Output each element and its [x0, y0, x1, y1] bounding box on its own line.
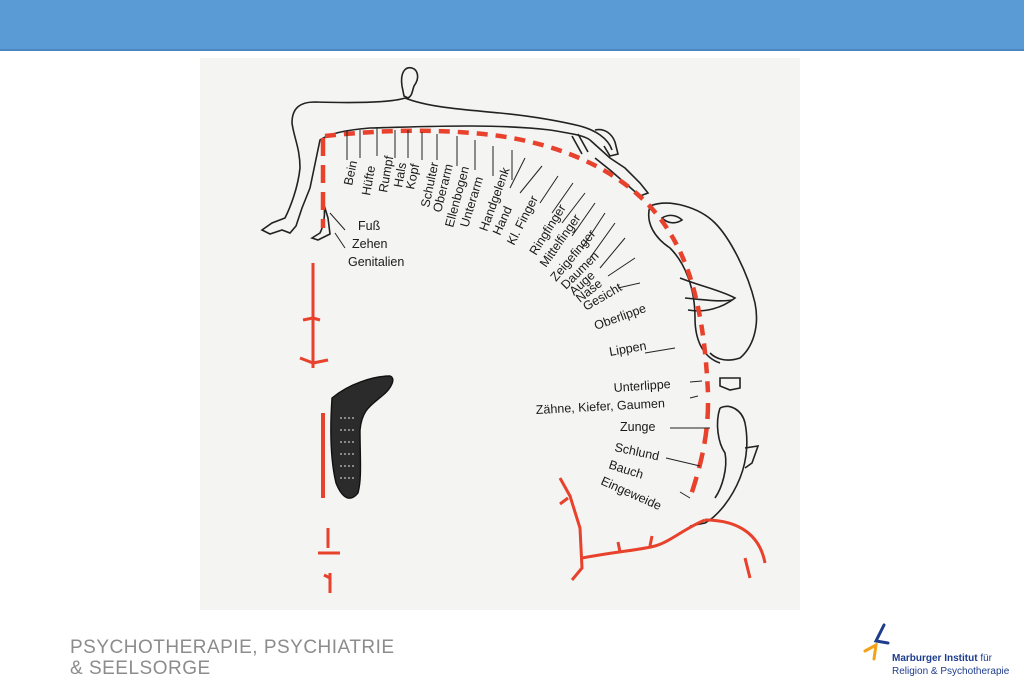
- label-bein: Bein: [341, 159, 360, 186]
- label-zunge: Zunge: [620, 420, 655, 434]
- label-unterlippe: Unterlippe: [613, 377, 671, 395]
- label-kopf: Kopf: [403, 162, 422, 191]
- label-hals: Hals: [391, 161, 409, 188]
- label-eingeweide: Eingeweide: [599, 474, 664, 513]
- red-vessels: [299, 263, 767, 593]
- label-zehen: Zehen: [352, 237, 387, 251]
- homunculus-figure: Bein Hüfte Rumpf Hals Kopf Schulter Ober…: [200, 58, 800, 610]
- logo-subtitle: Religion & Psychotherapie: [892, 666, 1010, 677]
- homunculus-body-drawing: [260, 66, 760, 527]
- pointer-lines: [329, 128, 710, 499]
- logo-name-rest: für: [977, 653, 993, 664]
- footer-title-line2: & SEELSORGE: [70, 658, 211, 679]
- label-lippen: Lippen: [608, 339, 647, 359]
- arc-labels: Bein Hüfte Rumpf Hals Kopf Schulter Ober…: [341, 154, 671, 513]
- logo-name: Marburger Institut für: [892, 653, 992, 664]
- header-bar: [0, 0, 1024, 51]
- footer-title-line1: PSYCHOTHERAPIE, PSYCHIATRIE: [70, 637, 395, 658]
- label-fuss: Fuß: [358, 219, 381, 233]
- label-genitalien: Genitalien: [348, 255, 404, 269]
- institute-logo: Marburger Institut für Religion & Psycho…: [862, 623, 1009, 683]
- cortex-band-arc: [320, 128, 711, 499]
- label-huefte: Hüfte: [359, 165, 378, 197]
- label-rumpf: Rumpf: [376, 154, 396, 193]
- institute-logo-icon: [863, 623, 890, 661]
- homunculus-diagram: Bein Hüfte Rumpf Hals Kopf Schulter Ober…: [260, 66, 767, 593]
- logo-name-bold: Marburger Institut: [892, 653, 978, 664]
- shaded-region: [330, 375, 394, 499]
- label-zaehne: Zähne, Kiefer, Gaumen: [535, 396, 665, 417]
